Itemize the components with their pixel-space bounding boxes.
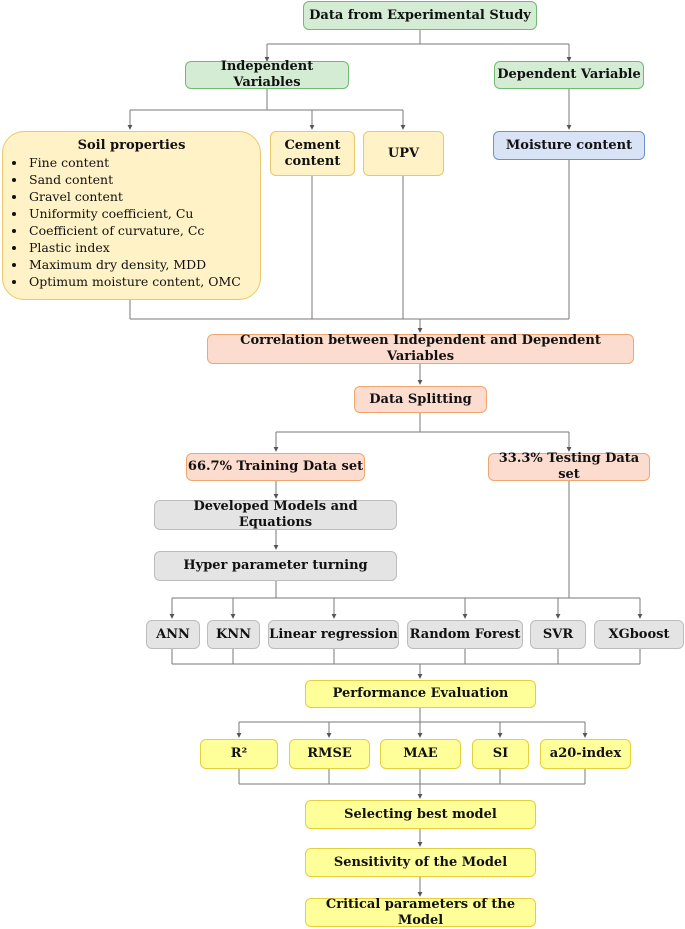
cement-content-node: Cement content: [270, 131, 355, 176]
upv-node: UPV: [363, 131, 444, 176]
model-svr: SVR: [530, 620, 586, 649]
soil-property-item: Sand content: [27, 171, 252, 188]
metric-a20-index: a20-index: [540, 739, 631, 769]
soil-properties-node: Soil properties Fine content Sand conten…: [2, 131, 261, 300]
metric-mae: MAE: [380, 739, 461, 769]
moisture-content-node: Moisture content: [493, 131, 645, 160]
training-set-node: 66.7% Training Data set: [186, 453, 365, 481]
testing-set-node: 33.3% Testing Data set: [488, 451, 650, 482]
soil-property-item: Gravel content: [27, 188, 252, 205]
data-splitting-node: Data Splitting: [354, 386, 487, 413]
developed-models-node: Developed Models and Equations: [154, 499, 397, 530]
model-knn: KNN: [207, 620, 260, 649]
model-linear-regression: Linear regression: [268, 620, 399, 649]
metric-si: SI: [472, 739, 529, 769]
correlation-node: Correlation between Independent and Depe…: [207, 333, 634, 364]
sensitivity-node: Sensitivity of the Model: [305, 848, 536, 877]
soil-property-item: Fine content: [27, 154, 252, 171]
independent-variables-node: Independent Variables: [185, 59, 349, 90]
soil-properties-title: Soil properties: [77, 138, 186, 153]
hyper-parameter-node: Hyper parameter turning: [154, 551, 397, 581]
data-source-node: Data from Experimental Study: [303, 1, 537, 30]
soil-property-item: Maximum dry density, MDD: [27, 256, 252, 273]
performance-evaluation-node: Performance Evaluation: [305, 680, 536, 708]
critical-parameters-node: Critical parameters of the Model: [305, 897, 536, 928]
soil-properties-list: Fine content Sand content Gravel content…: [11, 154, 252, 290]
model-random-forest: Random Forest: [407, 620, 523, 649]
soil-property-item: Optimum moisture content, OMC: [27, 273, 252, 290]
selecting-best-model-node: Selecting best model: [305, 800, 536, 829]
dependent-variable-node: Dependent Variable: [494, 61, 644, 89]
soil-property-item: Coefficient of curvature, Cc: [27, 222, 252, 239]
model-ann: ANN: [146, 620, 200, 649]
soil-property-item: Plastic index: [27, 239, 252, 256]
soil-property-item: Uniformity coefficient, Cu: [27, 205, 252, 222]
model-xgboost: XGboost: [594, 620, 684, 649]
metric-rmse: RMSE: [289, 739, 370, 769]
metric-r2: R²: [200, 739, 278, 769]
